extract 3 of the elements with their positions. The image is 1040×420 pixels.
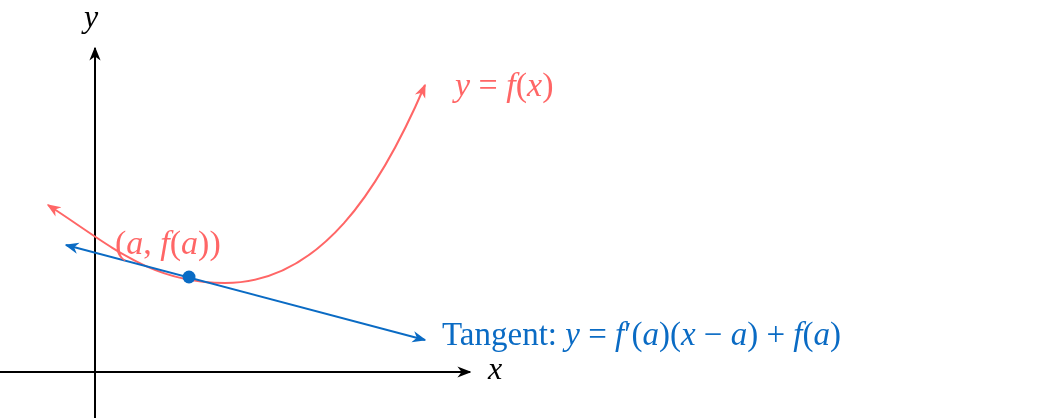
axis-label: x	[488, 352, 503, 384]
tangent-label: Tangent: y = f′(a)(x − a) + f(a)	[442, 318, 841, 351]
point-label: (a, f(a))	[115, 226, 221, 260]
